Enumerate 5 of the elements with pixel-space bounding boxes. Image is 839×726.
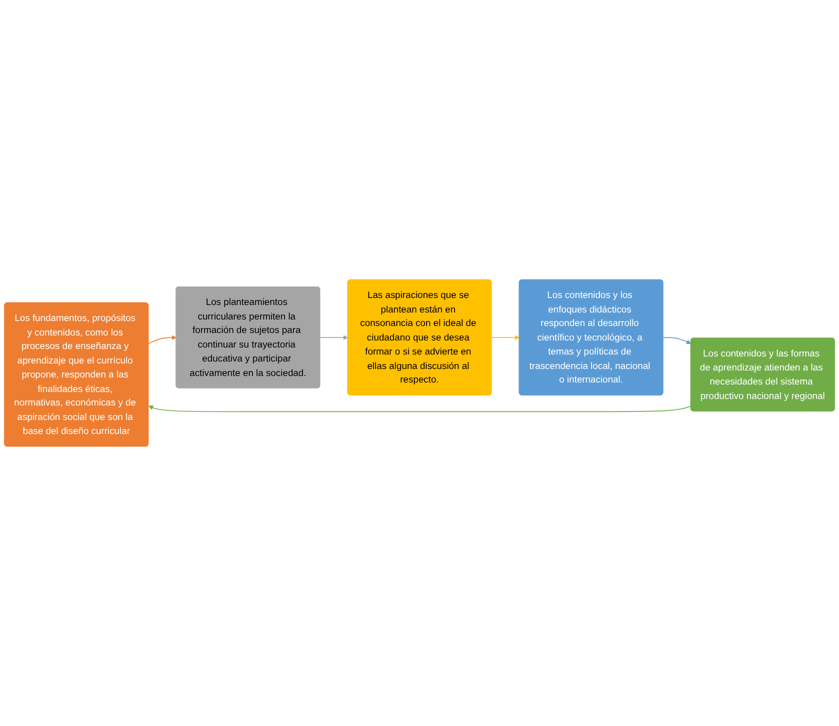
arrow xyxy=(148,335,176,344)
arrow xyxy=(148,405,692,412)
arrow xyxy=(491,335,520,340)
arrow xyxy=(320,335,348,340)
arrow xyxy=(662,337,692,344)
